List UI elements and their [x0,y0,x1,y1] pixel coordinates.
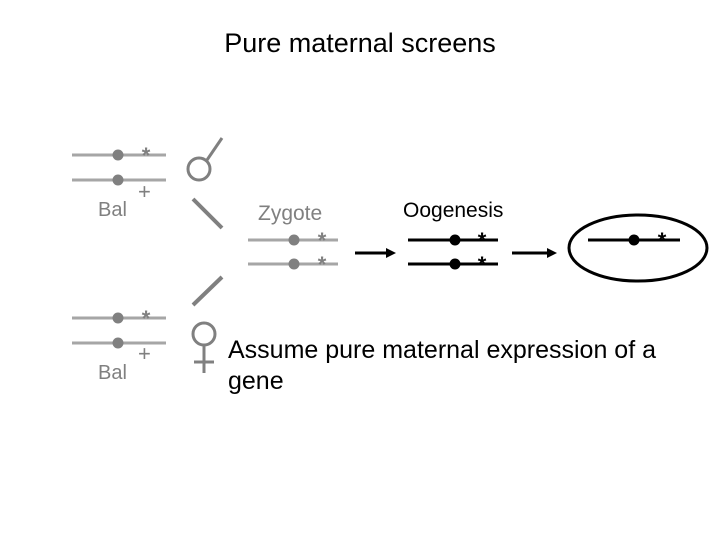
centromere-dot-icon [449,258,461,270]
balancer-label-bottom: Bal [98,362,127,384]
wildtype-plus-bottom: + [138,341,151,366]
centromere-dot-icon [628,234,640,246]
mutation-asterisk-icon: * [658,228,667,253]
female-symbol-icon [191,321,217,373]
centromere-dot-icon [112,174,124,186]
egg-oval: * [567,213,709,283]
cross-arrow-up [191,275,224,307]
arrow-to-oogenesis [355,248,396,258]
oogenesis-genotype: * * [408,228,498,277]
balancer-label-top: Bal [98,199,127,221]
centromere-dot-icon [288,234,300,246]
mutation-asterisk-icon: * [142,143,151,168]
cross-arrow-down [191,197,224,230]
centromere-dot-icon [112,149,124,161]
zygote-genotype: * * [248,228,338,277]
mutation-asterisk-icon: * [478,228,487,253]
arrow-to-egg [512,248,557,258]
assumption-note: Assume pure maternal expression of a gen… [228,336,656,395]
centromere-dot-icon [449,234,461,246]
mutation-asterisk-icon: * [478,252,487,277]
zygote-label: Zygote [258,202,323,225]
male-parent-genotype: * [72,143,166,186]
oogenesis-label: Oogenesis [403,199,504,222]
centromere-dot-icon [288,258,300,270]
wildtype-plus-top: + [138,179,151,204]
male-symbol-icon [186,137,224,182]
slide-title: Pure maternal screens [224,28,496,58]
mutation-asterisk-icon: * [318,252,327,277]
mutation-asterisk-icon: * [142,306,151,331]
female-parent-genotype: * [72,306,166,349]
centromere-dot-icon [112,312,124,324]
centromere-dot-icon [112,337,124,349]
mutation-asterisk-icon: * [318,228,327,253]
